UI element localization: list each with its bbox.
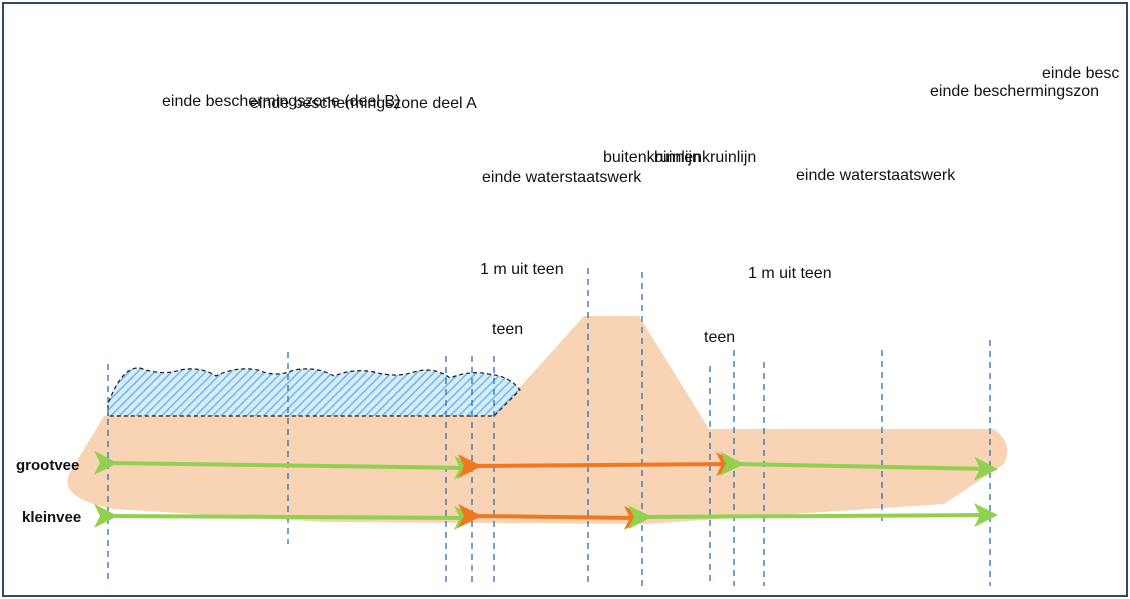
grootvee-arrows <box>93 450 998 481</box>
label-binnenkruinlijn: binnenkruinlijn <box>654 149 757 166</box>
label-1m-uit-teen-right: 1 m uit teen <box>748 265 832 282</box>
label-einde-waterstaatswerk-left: einde waterstaatswerk <box>482 169 642 186</box>
label-1m-uit-teen-left: 1 m uit teen <box>480 261 564 278</box>
label-buitenkruinlijn: buitenkruinlijn <box>603 149 701 166</box>
label-teen-left: teen <box>492 321 524 338</box>
grootvee-green-right <box>719 451 998 481</box>
label-kleinvee: kleinvee <box>22 509 82 526</box>
label-einde-b-left: einde beschermingszone (deel B) <box>162 93 401 110</box>
kleinvee-green-left <box>93 503 478 530</box>
dike-body <box>67 316 1008 524</box>
label-grootvee: grootvee <box>16 457 80 474</box>
label-einde-a-right: einde beschermingszon <box>930 83 1099 100</box>
grootvee-orange <box>457 452 740 479</box>
dike-diagram <box>67 268 1008 586</box>
grootvee-green-left <box>93 450 478 480</box>
label-einde-b-right: einde besc <box>1042 65 1120 82</box>
kleinvee-green-right <box>627 503 998 530</box>
kleinvee-orange <box>457 503 648 530</box>
kleinvee-arrows <box>93 503 998 530</box>
label-teen-right: teen <box>704 329 736 346</box>
water-zone <box>107 367 521 417</box>
label-einde-waterstaatswerk-right: einde waterstaatswerk <box>796 167 956 184</box>
label-einde-a-left: einde beschermingszone deel A <box>250 95 477 112</box>
